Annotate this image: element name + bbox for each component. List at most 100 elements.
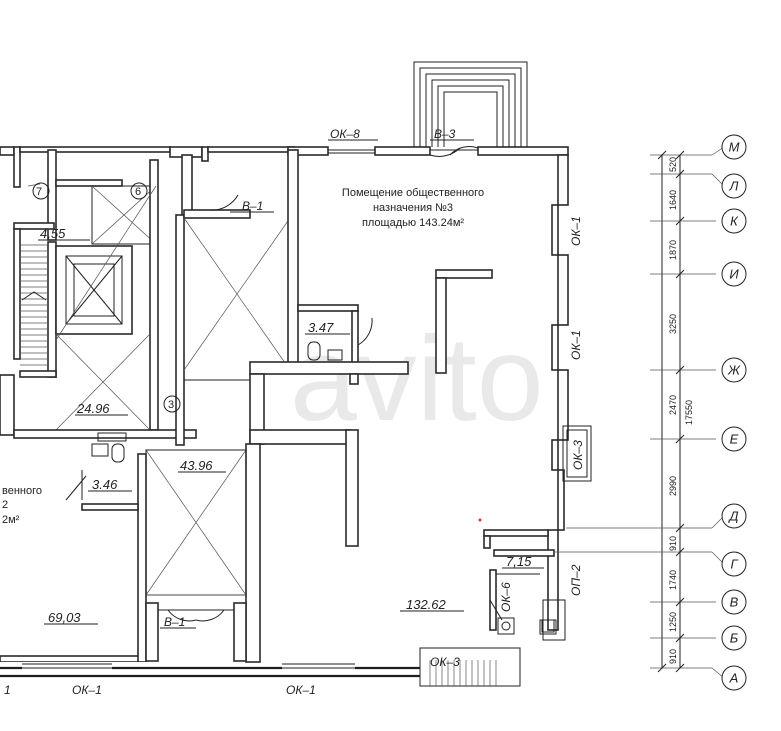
dim-3250: 3250: [668, 314, 678, 334]
wall: [249, 429, 351, 445]
door-swing: [449, 146, 479, 156]
dimension-ticks: [657, 150, 685, 673]
marker-ok3-bottom: ОК–3: [430, 655, 460, 669]
room-area-2496: 24.96: [76, 401, 110, 416]
wall: [483, 535, 491, 549]
column-marker: [501, 621, 511, 631]
room-number-circle: [163, 395, 181, 413]
room-number-circle: [32, 182, 50, 200]
door-swing: [167, 609, 197, 622]
dim-1640: 1640: [668, 190, 678, 210]
marker-ok1-right-1: ОК–1: [569, 216, 583, 246]
wall: [47, 241, 57, 378]
wall: [351, 310, 359, 370]
dim-2990: 2990: [668, 476, 678, 496]
marker-ok6: ОК–6: [499, 582, 513, 612]
wall: [0, 655, 141, 663]
grid-axis-circle: [721, 503, 747, 529]
marker-b1-bottom: В–1: [164, 615, 185, 629]
wall: [557, 154, 569, 206]
door-swing: [489, 599, 503, 621]
wall: [55, 179, 123, 187]
marker-ok3-right: ОК–3: [571, 440, 585, 470]
marker-ok1-right-2: ОК–1: [569, 330, 583, 360]
premise-title-line1: Помещение общественного: [342, 187, 484, 199]
hall-cross: [55, 185, 157, 341]
wall: [483, 529, 549, 537]
wall: [13, 146, 21, 188]
marker-edge: 1: [4, 683, 11, 697]
wall: [297, 304, 359, 312]
dimension-chain: [661, 155, 681, 668]
door-swing: [195, 609, 225, 622]
wall: [201, 146, 209, 162]
grid-axis-letter: Л: [729, 179, 739, 194]
sink-icon: [91, 443, 109, 457]
grid-axis-circle: [721, 208, 747, 234]
wall: [19, 370, 57, 378]
left-premise-line1: венного: [2, 485, 42, 497]
dim-1250: 1250: [668, 612, 678, 632]
bottom-slab: [0, 662, 560, 680]
wall: [19, 146, 171, 153]
corridor-cross: [183, 217, 291, 371]
room-area-715: 7,15: [506, 554, 532, 569]
wall: [181, 154, 193, 216]
dim-520: 520: [668, 157, 678, 172]
marker-dot: [478, 518, 482, 522]
wall: [489, 569, 497, 631]
wall: [435, 277, 447, 374]
door-swing: [65, 475, 87, 501]
axis-leaders: [554, 146, 725, 679]
dim-1870: 1870: [668, 240, 678, 260]
wall: [557, 469, 565, 531]
room-area-4396: 43.96: [180, 458, 213, 473]
room-area-346: 3.46: [92, 477, 118, 492]
dim-910-upper: 910: [668, 536, 678, 551]
wall: [183, 209, 251, 219]
dim-total: 17550: [684, 400, 694, 425]
grid-axis-circle: [721, 589, 747, 615]
door-swing: [429, 147, 461, 157]
wall: [0, 146, 15, 156]
wall: [13, 222, 55, 230]
grid-axis-letter: В: [730, 595, 739, 610]
room-area-455: 4,55: [40, 226, 66, 241]
wall: [207, 146, 295, 153]
wall: [175, 214, 185, 446]
wall: [493, 549, 555, 557]
wall: [551, 324, 559, 371]
grid-axis-circle: [721, 625, 747, 651]
grid-axis-circle: [721, 261, 747, 287]
left-premise-line3: 2м²: [2, 514, 20, 526]
premise-area: площадью 143.24м²: [362, 217, 464, 229]
grid-axis-circle: [721, 134, 747, 160]
grid-axis-circle: [721, 357, 747, 383]
wall: [349, 373, 359, 385]
wall: [249, 361, 409, 375]
wall: [245, 443, 261, 663]
room-area-13262: 132.62: [406, 597, 447, 612]
window-bay-inner: [566, 429, 588, 478]
grid-axis-letter: Ж: [727, 363, 741, 378]
grid-axis-letter: М: [729, 140, 740, 155]
room-area-6903: 69,03: [48, 610, 81, 625]
wall: [551, 204, 559, 256]
hall-cross: [55, 333, 151, 431]
window-bay: [562, 425, 592, 482]
wall: [477, 146, 569, 156]
marker-ok1-bottom-1: ОК–1: [72, 683, 102, 697]
wall: [345, 429, 359, 547]
wall: [547, 529, 559, 631]
grid-axis-letter: А: [729, 671, 739, 686]
room-area-347: 3.47: [308, 320, 334, 335]
door-swing: [209, 194, 239, 211]
wall: [145, 602, 159, 662]
stair-outline: [419, 647, 521, 687]
grid-axis-letter: К: [730, 214, 739, 229]
stair-steps-bottom: [429, 660, 497, 686]
dim-2470: 2470: [668, 395, 678, 415]
radiator: [97, 432, 127, 442]
left-premise-line2: 2: [2, 499, 8, 511]
